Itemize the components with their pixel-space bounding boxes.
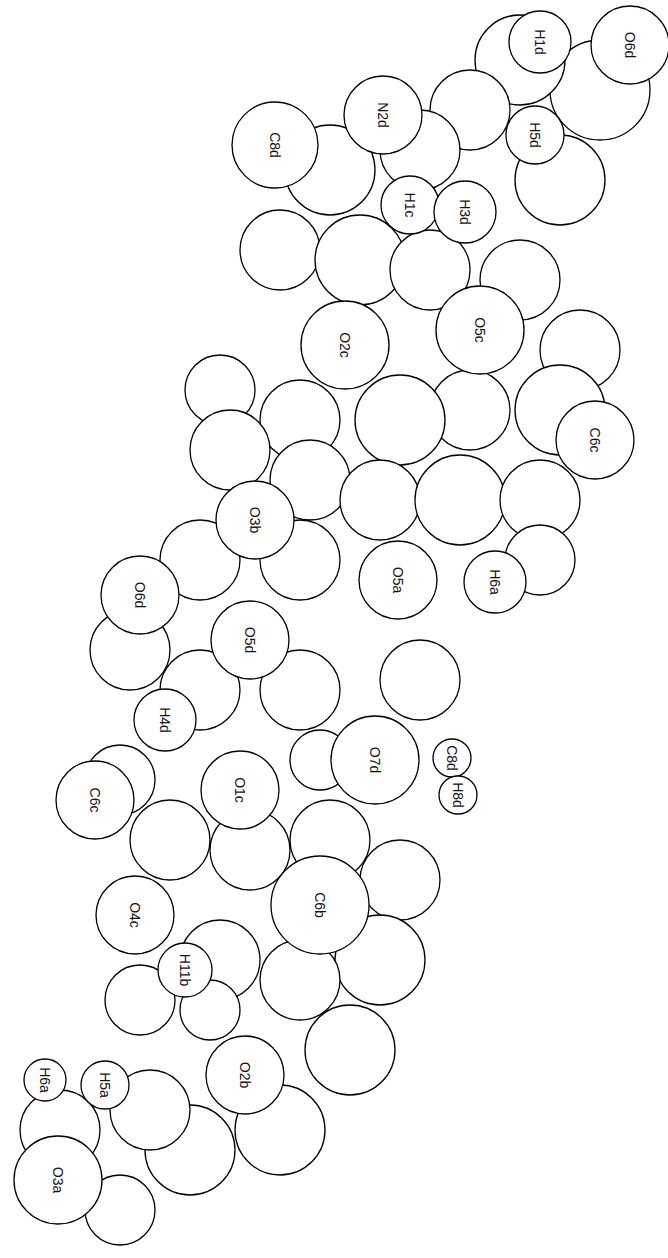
atom-sphere: C8d [432, 738, 472, 778]
atom-label: H1d [532, 29, 548, 55]
atom-sphere: O1c [200, 750, 280, 830]
atom-sphere: H8d [438, 775, 478, 815]
atom-label: O2c [337, 332, 353, 358]
atom-sphere: N2d [343, 75, 423, 155]
atom-label: C8d [444, 745, 460, 771]
atom-sphere: O3b [215, 480, 295, 560]
atom-sphere: H1c [380, 175, 440, 235]
atom-sphere: O2c [300, 300, 390, 390]
atom-label: O6d [622, 32, 638, 58]
atom-label: H8d [450, 782, 466, 808]
atom-sphere: H6a [23, 1058, 67, 1102]
atom-label: O6d [132, 582, 148, 608]
atom-sphere: O3a [13, 1135, 103, 1225]
atom-label: O5a [390, 567, 406, 593]
atom-label: O1c [232, 777, 248, 803]
atom-sphere: O5c [435, 285, 525, 375]
atom-sphere: C6c [555, 400, 635, 480]
atom-label: H3d [457, 199, 473, 225]
atom-label: O4c [127, 902, 143, 928]
atom-label: O5d [242, 627, 258, 653]
atom-sphere: H3d [433, 180, 497, 244]
atom-sphere: C6b [270, 855, 370, 955]
atom-label: O5c [472, 317, 488, 343]
atom-label: H11b [177, 954, 193, 986]
atom-label: H5a [97, 1072, 113, 1098]
atom-sphere: O7d [330, 715, 420, 805]
atom-sphere: H1d [508, 10, 572, 74]
atom-sphere: H6a [463, 550, 527, 614]
atom-label: O3b [247, 507, 263, 533]
atom-label: H1c [402, 193, 418, 218]
atom-sphere: C8d [231, 101, 319, 189]
atom-label: N2d [375, 102, 391, 128]
atom-label: C6b [312, 892, 328, 918]
atom-sphere: O2b [205, 1035, 285, 1115]
atom-sphere: O6d [590, 5, 668, 85]
atom-label: C6c [87, 788, 103, 813]
atom-sphere: O5d [210, 600, 290, 680]
atom-sphere: H11b [157, 942, 213, 998]
atom-sphere: H5d [505, 105, 565, 165]
atom-label: O3a [50, 1167, 66, 1193]
atom-sphere: O6d [100, 555, 180, 635]
atom-sphere: H4d [133, 688, 197, 752]
atom-sphere: O4c [95, 875, 175, 955]
atom-label: H6a [37, 1067, 53, 1093]
atom-label: H5d [527, 122, 543, 148]
atom-label: C6c [587, 428, 603, 453]
atom-label: O2b [237, 1062, 253, 1088]
atom-sphere: C6c [55, 760, 135, 840]
atom-sphere: O5a [358, 540, 438, 620]
atom-label: O7d [367, 747, 383, 773]
atom-sphere: H5a [80, 1060, 130, 1110]
atom-label: H4d [157, 707, 173, 733]
atom-label: H6a [487, 569, 503, 595]
atom-label: C8d [267, 132, 283, 158]
